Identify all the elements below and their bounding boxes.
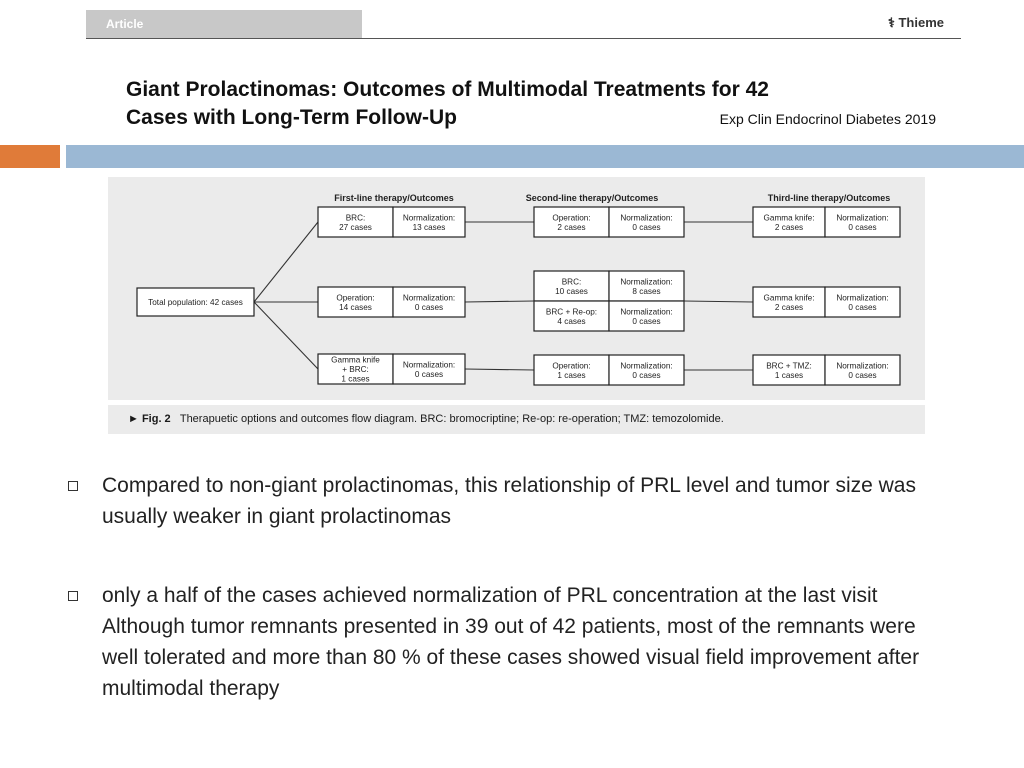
box-label-s1b-1: Normalization:	[620, 213, 672, 222]
box-label-s4a-2: 1 cases	[557, 371, 585, 380]
connector-line-1	[253, 221, 319, 303]
box-label-s4b-1: Normalization:	[620, 361, 672, 370]
box-label-s3b-1: Normalization:	[620, 307, 672, 316]
thieme-icon: ⚕	[887, 15, 899, 30]
box-s2b	[608, 270, 685, 302]
column-header-2: Second-line therapy/Outcomes	[526, 193, 659, 203]
header-rule	[86, 38, 961, 39]
box-label-b2a-1: Operation:	[336, 293, 374, 302]
box-label-t1b-1: Normalization:	[836, 213, 888, 222]
box-label-b1a-2: 27 cases	[339, 223, 372, 232]
box-label-b3b-1: Normalization:	[403, 360, 455, 369]
bullet-item-1: Compared to non-giant prolactinomas, thi…	[64, 470, 944, 532]
square-bullet-icon	[68, 481, 78, 491]
bullet-list: Compared to non-giant prolactinomas, thi…	[64, 470, 944, 752]
box-label-s2a-1: BRC:	[562, 277, 582, 286]
box-label-t2a-2: 2 cases	[775, 303, 803, 312]
box-label-s4b-2: 0 cases	[632, 371, 660, 380]
box-label-b2b-2: 0 cases	[415, 303, 443, 312]
box-t1b	[824, 206, 901, 238]
box-b2b	[392, 286, 466, 318]
box-label-s1a-2: 2 cases	[557, 223, 585, 232]
accent-band-orange	[0, 145, 60, 168]
connector-line-8	[683, 300, 754, 303]
box-label-b2a-2: 14 cases	[339, 303, 372, 312]
box-s3a	[533, 300, 610, 332]
box-label-t2b-1: Normalization:	[836, 293, 888, 302]
box-label-t3a-1: BRC + TMZ:	[766, 361, 812, 370]
box-s1a	[533, 206, 610, 238]
journal-citation: Exp Clin Endocrinol Diabetes 2019	[719, 111, 936, 127]
box-s4b	[608, 354, 685, 386]
box-t1a	[752, 206, 826, 238]
box-label-b3a-3: 1 cases	[341, 375, 369, 384]
box-label-b2b-1: Normalization:	[403, 293, 455, 302]
title-line-2: Cases with Long-Term Follow-Up	[126, 106, 457, 129]
box-s3b	[608, 300, 685, 332]
accent-band-blue	[66, 145, 1024, 168]
box-label-s1b-2: 0 cases	[632, 223, 660, 232]
column-header-1: First-line therapy/Outcomes	[334, 193, 454, 203]
box-label-t2a-1: Gamma knife:	[764, 293, 815, 302]
column-header-3: Third-line therapy/Outcomes	[768, 193, 891, 203]
box-b1a	[317, 206, 394, 238]
box-label-b1a-1: BRC:	[346, 213, 366, 222]
box-label-t2b-2: 0 cases	[848, 303, 876, 312]
box-label-s2b-2: 8 cases	[632, 287, 660, 296]
paper-title: Giant Prolactinomas: Outcomes of Multimo…	[126, 76, 926, 132]
box-label-b3b-2: 0 cases	[415, 370, 443, 379]
box-label-s3a-1: BRC + Re-op:	[546, 307, 597, 316]
box-label-t1a-1: Gamma knife:	[764, 213, 815, 222]
bullet-text-2: only a half of the cases achieved normal…	[102, 584, 920, 700]
box-label-s2a-2: 10 cases	[555, 287, 588, 296]
flow-diagram-svg: First-line therapy/Outcomes Second-line t…	[136, 193, 901, 386]
box-label-t1a-2: 2 cases	[775, 223, 803, 232]
box-label-s3b-2: 0 cases	[632, 317, 660, 326]
publisher-name: Thieme	[898, 15, 944, 30]
article-tag: Article	[86, 10, 362, 38]
box-s1b	[608, 206, 685, 238]
box-label-root-1: Total population: 42 cases	[148, 298, 243, 307]
box-label-b3a-2: + BRC:	[342, 365, 369, 374]
box-t2b	[824, 286, 901, 318]
figure-caption: ► Fig. 2 Therapuetic options and outcome…	[108, 405, 925, 434]
bullet-text-1: Compared to non-giant prolactinomas, thi…	[102, 474, 916, 528]
box-t3b	[824, 354, 901, 386]
connector-line-5	[464, 300, 535, 303]
box-b2a	[317, 286, 394, 318]
box-b3b	[392, 353, 466, 385]
square-bullet-icon	[68, 591, 78, 601]
box-root	[136, 287, 255, 317]
bullet-item-2: only a half of the cases achieved normal…	[64, 580, 944, 704]
title-line-1: Giant Prolactinomas: Outcomes of Multimo…	[126, 78, 769, 101]
box-t3a	[752, 354, 826, 386]
box-label-t3a-2: 1 cases	[775, 371, 803, 380]
connector-line-3	[253, 301, 319, 370]
box-label-b3a-1: Gamma knife	[331, 356, 380, 365]
publisher-logo: ⚕ Thieme	[888, 15, 944, 31]
box-label-b1b-2: 13 cases	[413, 223, 446, 232]
box-label-t3b-2: 0 cases	[848, 371, 876, 380]
connector-line-6	[464, 368, 535, 371]
box-s4a	[533, 354, 610, 386]
box-label-s2b-1: Normalization:	[620, 277, 672, 286]
box-label-s1a-1: Operation:	[552, 213, 590, 222]
caption-text: Therapuetic options and outcomes flow di…	[179, 413, 724, 425]
caption-label: ► Fig. 2	[128, 413, 171, 425]
box-t2a	[752, 286, 826, 318]
box-label-t3b-1: Normalization:	[836, 361, 888, 370]
box-label-b1b-1: Normalization:	[403, 213, 455, 222]
box-label-s3a-2: 4 cases	[557, 317, 585, 326]
box-label-s4a-1: Operation:	[552, 361, 590, 370]
box-label-t1b-2: 0 cases	[848, 223, 876, 232]
box-b1b	[392, 206, 466, 238]
flow-diagram: First-line therapy/Outcomes Second-line t…	[108, 177, 925, 400]
